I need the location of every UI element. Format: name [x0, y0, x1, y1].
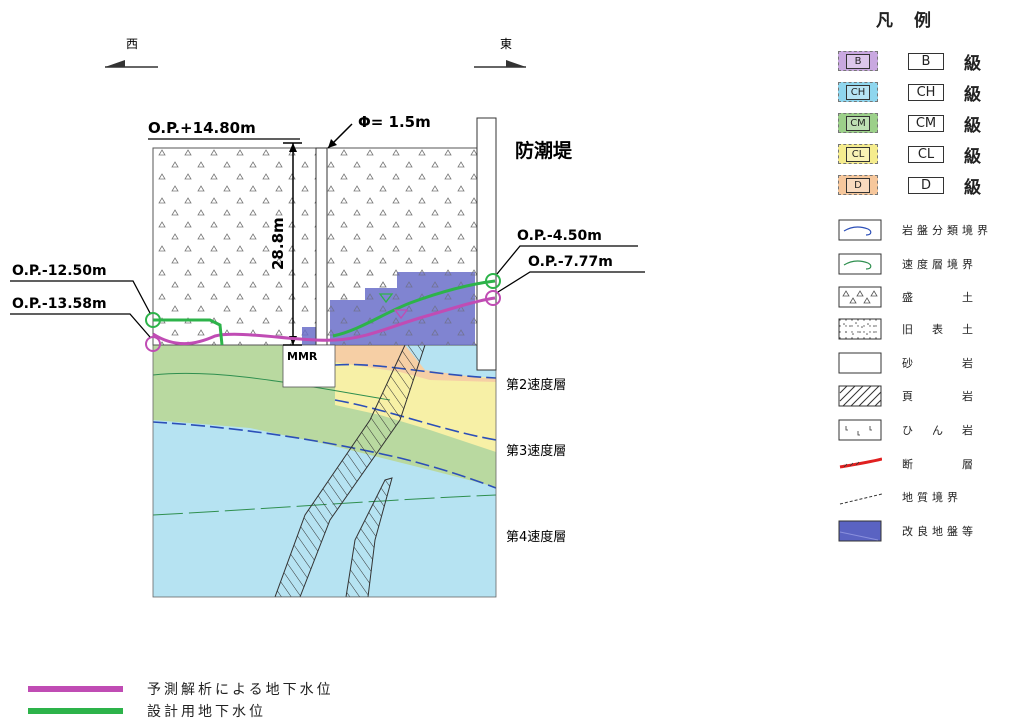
- rock-class-boundary-icon: [838, 219, 882, 241]
- seawall-structure: [476, 117, 497, 371]
- op-m450-label: O.P.-4.50m: [517, 228, 602, 244]
- shale-band-2: [345, 477, 393, 597]
- west-arrow: [105, 60, 158, 68]
- legend-item-5: 砂 岩: [902, 357, 977, 370]
- legend-grade-cm: CM CM 級: [838, 112, 981, 136]
- geology-layers: [153, 345, 496, 597]
- legend-item-6: 頁 岩: [902, 390, 977, 403]
- predicted-water-level-legend: 予測解析による地下水位: [28, 681, 334, 698]
- shale-icon: [838, 385, 882, 407]
- porphyrite-icon: [838, 419, 882, 441]
- water-marker-op-m1358: [145, 336, 161, 352]
- shaft: [315, 147, 328, 346]
- design-water-level-swatch: [28, 708, 123, 714]
- fill-soil-icon: [838, 286, 882, 308]
- sandstone-icon: [838, 352, 882, 374]
- predicted-water-level-label: 予測解析による地下水位: [147, 682, 334, 698]
- grade-d-kyu: 級: [964, 177, 981, 198]
- mmr-block: [282, 344, 336, 388]
- design-water-level-label: 設計用地下水位: [147, 704, 266, 720]
- layer-cl-yellow: [335, 362, 496, 452]
- grade-b-box: B: [908, 52, 944, 70]
- legend-grade-b: B B 級: [838, 50, 981, 74]
- improved-ground-west: [302, 327, 316, 345]
- east-arrow: [474, 60, 526, 68]
- fault-icon: [839, 457, 882, 469]
- op-m1358-label: O.P.-13.58m: [12, 296, 107, 312]
- op-m1250-label: O.P.-12.50m: [12, 263, 107, 279]
- grade-ch-box: CH: [908, 83, 944, 101]
- rock-class-boundary: [153, 372, 391, 401]
- legend-item-10: 改良地盤等: [902, 525, 977, 538]
- embankment-west: [152, 147, 328, 346]
- grade-cl-kyu: 級: [964, 146, 981, 167]
- grade-b-swatch: B: [838, 51, 878, 71]
- grade-d-swatch: D: [838, 175, 878, 195]
- legend-item-1: 岩盤分類境界: [902, 224, 992, 237]
- water-marker-op-m1250: [145, 312, 161, 328]
- layer2-label: 第2速度層: [506, 377, 566, 393]
- depth-label: 28.8m: [269, 217, 287, 270]
- grade-cl-swatch: CL: [838, 144, 878, 164]
- diameter-label: Φ= 1.5m: [358, 113, 431, 131]
- predicted-water-level-swatch: [28, 686, 123, 692]
- legend-grade-cl: CL CL 級: [838, 143, 981, 167]
- legend-item-8: 断 層: [902, 458, 977, 471]
- legend-item-9: 地質境界: [902, 491, 962, 504]
- grade-b-kyu: 級: [964, 53, 981, 74]
- design-water-level-legend: 設計用地下水位: [28, 703, 266, 720]
- old-topsoil-icon: [838, 318, 882, 340]
- predicted-water-level-line: [152, 296, 496, 346]
- grade-cl-box: CL: [908, 145, 944, 163]
- legend-grade-d: D D 級: [838, 174, 981, 198]
- grade-ch-kyu: 級: [964, 84, 981, 105]
- geologic-boundary-icon: [839, 493, 882, 505]
- op-m777-label: O.P.-7.77m: [528, 254, 613, 270]
- shale-band-1: [274, 345, 426, 597]
- velocity-boundary-2-3: [334, 363, 496, 379]
- east-label: 東: [500, 37, 512, 51]
- grade-cm-swatch: CM: [838, 113, 878, 133]
- legend-item-2: 速度層境界: [902, 258, 977, 271]
- grade-cm-box: CM: [908, 114, 944, 132]
- grade-d-box: D: [908, 176, 944, 194]
- water-marker-op-m450: [485, 273, 501, 289]
- legend-item-3: 盛 土: [902, 291, 977, 304]
- layer4-label: 第4速度層: [506, 529, 566, 545]
- mmr-label: MMR: [287, 350, 318, 363]
- improved-ground-icon: [838, 520, 882, 542]
- legend-item-4: 旧 表 土: [902, 323, 977, 336]
- seawall-label: 防潮堤: [515, 139, 573, 162]
- legend-grade-ch: CH CH 級: [838, 81, 981, 105]
- grade-ch-swatch: CH: [838, 82, 878, 102]
- layer3-label: 第3速度層: [506, 443, 566, 459]
- top-elev-label: O.P.+14.80m: [148, 119, 256, 137]
- legend-title: 凡 例: [876, 11, 933, 31]
- design-water-level-line: [153, 279, 496, 346]
- legend-item-7: ひ ん 岩: [902, 424, 977, 437]
- velocity-boundary-yellow: [334, 399, 496, 441]
- velocity-boundary-icon: [838, 253, 882, 275]
- velocity-boundary-3-4: [153, 421, 496, 489]
- grade-cm-kyu: 級: [964, 115, 981, 136]
- west-label: 西: [126, 37, 138, 51]
- water-marker-op-m777: [485, 290, 501, 306]
